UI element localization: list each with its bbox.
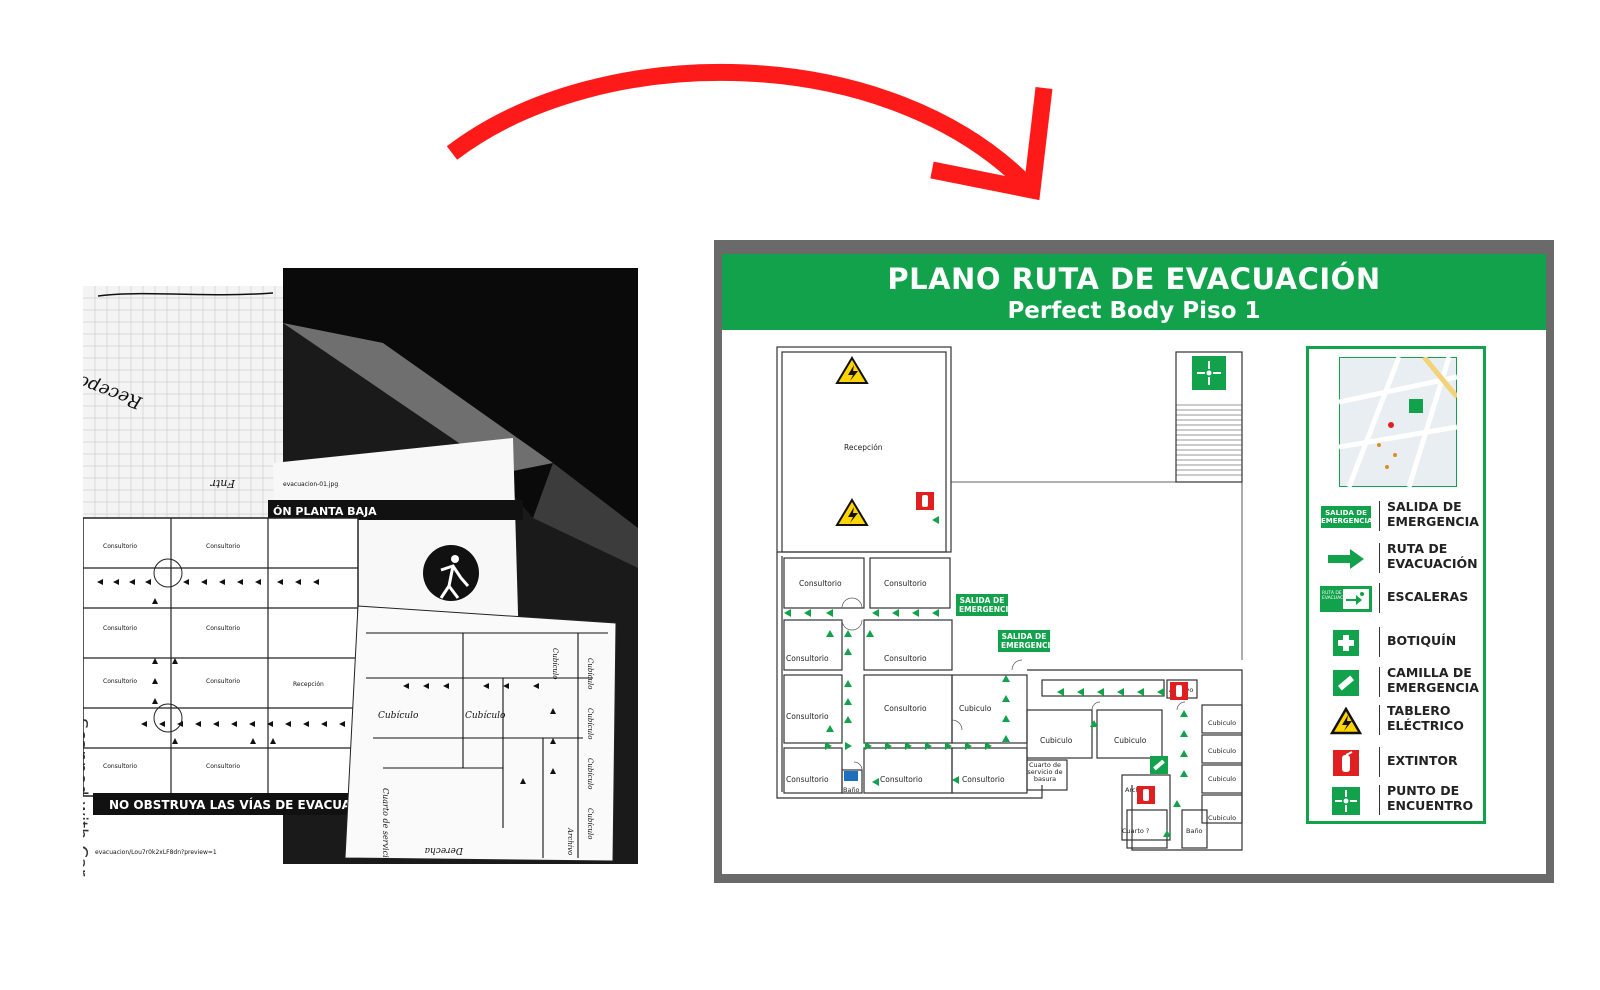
arrow-right-icon (1319, 541, 1373, 577)
extinguisher-icon (1319, 745, 1373, 781)
red-curved-arrow-icon (446, 63, 1053, 201)
electrical-warning-icon (835, 356, 869, 384)
collage-banner-title: ÓN PLANTA BAJA (273, 505, 377, 518)
legend-item-meeting-point: PUNTO DE ENCUENTRO (1319, 783, 1489, 823)
sketch-label-6: Cubículo (586, 708, 594, 739)
legend-item-first-aid: BOTIQUÍN (1319, 625, 1489, 665)
legend-label-extinguisher: EXTINTOR (1387, 753, 1458, 768)
bw-room-6: Consultorio (206, 678, 240, 685)
meeting-point-icon (1319, 783, 1373, 819)
bw-room-7: Recepción (293, 681, 324, 688)
room-bano-1: Baño (843, 786, 860, 794)
sketch-label-1: Cubículo (378, 710, 419, 721)
legend-item-stretcher: CAMILLA DE EMERGENCIA (1319, 665, 1489, 705)
legend-item-extinguisher: EXTINTOR (1319, 745, 1489, 785)
room-consultorio-5: Consultorio (786, 712, 829, 721)
legend-label-electrical: TABLERO ELÉCTRICO (1387, 703, 1464, 733)
room-cuarto: Cuarto ? (1122, 827, 1149, 835)
legend-label-route: RUTA DE EVACUACIÓN (1387, 541, 1478, 571)
emergency-exit-sign: SALIDA DE EMERGENCIA (956, 594, 1014, 616)
room-consultorio-1: Consultorio (799, 579, 842, 588)
sketch-label-10: Archivo (566, 827, 574, 855)
room-recepcion: Recepción (844, 443, 883, 452)
bw-room-8: Consultorio (103, 763, 137, 770)
collage-footer-warning: NO OBSTRUYA LAS VÍAS DE EVACUAC (109, 797, 360, 812)
exit-sign-icon: SALIDA DE EMERGENCIA (1319, 499, 1373, 535)
emergency-exit-sign: SALIDA DE EMERGENCIA (998, 630, 1056, 652)
legend-item-stairs: RUTA DE EVACUACIÓN ESCALERAS (1319, 581, 1489, 621)
legend-item-exit: SALIDA DE EMERGENCIA SALIDA DE EMERGENCI… (1319, 499, 1489, 539)
legend-label-stretcher: CAMILLA DE EMERGENCIA (1387, 665, 1479, 695)
electrical-warning-icon (835, 498, 869, 526)
legend-panel: SALIDA DE EMERGENCIA SALIDA DE EMERGENCI… (1306, 346, 1486, 824)
room-bano-2: Baño (1186, 827, 1203, 835)
electrical-warning-icon (1319, 703, 1373, 739)
collage-file-name: evacuacion-01.jpg (283, 481, 338, 488)
collage-url-text: evacuacion/Lou7r0k2xLF8dn?preview=1 (95, 849, 217, 856)
room-consultorio-3: Consultorio (786, 654, 829, 663)
floor-plan: Recepción Consultorio Consultorio Consul… (776, 346, 1243, 851)
sketch-label-8: Cubículo (586, 808, 594, 839)
room-consultorio-9: Consultorio (962, 775, 1005, 784)
room-cubiculo-4: Cubiculo (1208, 719, 1236, 727)
legend-label-first-aid: BOTIQUÍN (1387, 633, 1457, 648)
photo-collage: Recepcion ! Fntr evacuacion-01.jpg ÓN PL… (83, 268, 638, 893)
exit-sign-label: SALIDA DE EMERGENCIA (1001, 632, 1057, 650)
room-cubiculo-1: Cubiculo (959, 704, 992, 713)
bw-room-1: Consultorio (103, 543, 137, 550)
location-map (1339, 357, 1457, 487)
extinguisher-icon (916, 492, 934, 510)
legend-item-electrical: TABLERO ELÉCTRICO (1319, 703, 1489, 743)
board-title: PLANO RUTA DE EVACUACIÓN (887, 262, 1381, 296)
room-cubiculo-7: Cubiculo (1208, 814, 1236, 822)
sketch-label-7: Cubículo (586, 758, 594, 789)
legend-stairs-icon-text: RUTA DE EVACUACIÓN (1322, 591, 1352, 601)
room-cuarto-basura: Cuarto de servicio de basura (1027, 762, 1063, 783)
bw-room-2: Consultorio (206, 543, 240, 550)
legend-item-route: RUTA DE EVACUACIÓN (1319, 541, 1489, 581)
room-consultorio-6: Consultorio (884, 704, 927, 713)
legend-exit-icon-text: SALIDA DE EMERGENCIA (1321, 506, 1372, 528)
room-cubiculo-3: Cubiculo (1114, 736, 1147, 745)
board-header: PLANO RUTA DE EVACUACIÓN Perfect Body Pi… (722, 254, 1546, 330)
sketch-label-9: Cubículo (551, 648, 559, 679)
stretcher-icon (1319, 665, 1373, 701)
stretcher-icon (1150, 756, 1168, 774)
sketch-label-4: Derecha (425, 845, 464, 855)
room-consultorio-4: Consultorio (884, 654, 927, 663)
room-cubiculo-5: Cubiculo (1208, 747, 1236, 755)
room-cubiculo-6: Cubiculo (1208, 775, 1236, 783)
bw-room-3: Consultorio (103, 625, 137, 632)
board-subtitle: Perfect Body Piso 1 (1007, 298, 1261, 324)
sketch-label-2: Cubículo (465, 710, 506, 721)
bw-room-9: Consultorio (206, 763, 240, 770)
collage-drawing: Recepcion ! Fntr evacuacion-01.jpg ÓN PL… (83, 268, 638, 893)
extinguisher-icon (1170, 682, 1188, 700)
small-handwritten-note: Fntr (210, 477, 236, 490)
bw-room-4: Consultorio (206, 625, 240, 632)
scanned-with-watermark: Scanned with Car (83, 718, 91, 877)
legend-label-meeting-point: PUNTO DE ENCUENTRO (1387, 783, 1474, 813)
room-cubiculo-2: Cubiculo (1040, 736, 1073, 745)
first-aid-icon (1319, 625, 1373, 661)
legend-label-exit: SALIDA DE EMERGENCIA (1387, 499, 1479, 529)
bw-room-5: Consultorio (103, 678, 137, 685)
sketch-label-3: Cuarto de servicio de basura (381, 788, 390, 893)
legend-label-stairs: ESCALERAS (1387, 589, 1469, 604)
extinguisher-icon (1137, 786, 1155, 804)
board-panel: PLANO RUTA DE EVACUACIÓN Perfect Body Pi… (722, 254, 1546, 874)
restroom-icon (844, 771, 858, 781)
room-consultorio-2: Consultorio (884, 579, 927, 588)
evacuation-plan-board: PLANO RUTA DE EVACUACIÓN Perfect Body Pi… (714, 240, 1554, 883)
meeting-point-icon (1192, 356, 1226, 390)
sketch-label-5: Cubículo (586, 658, 594, 689)
room-consultorio-7: Consultorio (786, 775, 829, 784)
exit-sign-label: SALIDA DE EMERGENCIA (959, 596, 1015, 614)
room-consultorio-8: Consultorio (880, 775, 923, 784)
stairs-exit-icon: RUTA DE EVACUACIÓN (1319, 581, 1373, 617)
